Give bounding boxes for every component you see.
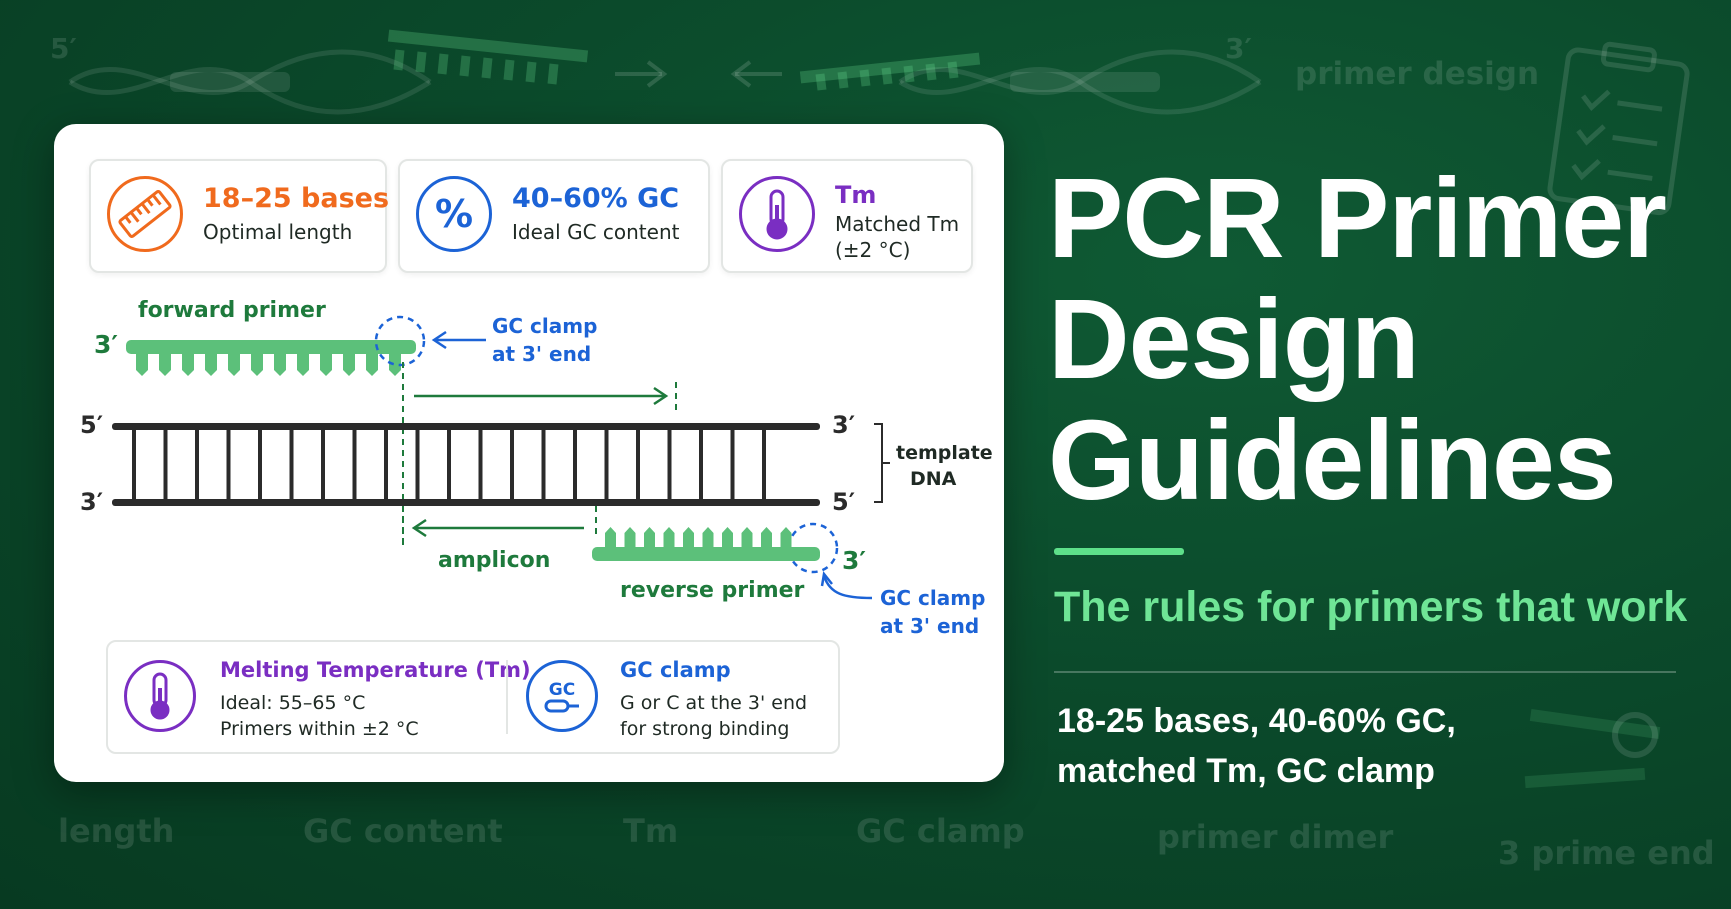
page-title: PCR Primer Design Guidelines [1048, 155, 1667, 523]
summary-line-2: matched Tm, GC clamp [1057, 752, 1435, 790]
subtitle: The rules for primers that work [1054, 583, 1688, 631]
forward-primer-base [274, 352, 286, 376]
forward-3-prime-label: 3′ [94, 330, 118, 359]
forward-primer-base [251, 352, 263, 376]
summary-line-1: 18-25 bases, 40-60% GC, [1057, 702, 1456, 740]
gc-info-line1: G or C at the 3' end [620, 692, 808, 714]
tm-info-line2: Primers within ±2 °C [220, 718, 419, 740]
forward-primer-base [228, 352, 240, 376]
forward-gc-clamp-marker [374, 315, 426, 367]
reverse-primer-label: reverse primer [620, 578, 805, 603]
amplicon-label: amplicon [438, 548, 551, 573]
forward-primer-shape [126, 340, 416, 376]
forward-primer-base [159, 352, 171, 376]
summary: 18-25 bases, 40-60% GC, matched Tm, GC c… [1057, 696, 1456, 796]
reverse-primer-base [702, 527, 714, 549]
reverse-primer-shape [592, 527, 820, 561]
gc-clamp-icon: GC [526, 660, 598, 732]
svg-text:%: % [435, 192, 473, 236]
title-line-3: Guidelines [1048, 397, 1617, 523]
stat-gc-value: 40–60% GC [512, 183, 680, 214]
percent-icon: % [416, 176, 492, 252]
template-top-5-prime: 5′ [80, 411, 104, 439]
reverse-primer-base [644, 527, 655, 549]
reverse-primer-base [741, 527, 753, 549]
forward-primer-base [366, 352, 378, 376]
reverse-primer-base [624, 527, 636, 549]
stat-length: 18–25 bases Optimal length [89, 159, 390, 273]
stat-tm-desc-line1: Matched Tm [835, 212, 960, 236]
forward-primer-base [389, 352, 401, 376]
reverse-primer-base [761, 527, 772, 549]
reverse-primer-base [605, 527, 616, 549]
template-bottom-3-prime: 3′ [80, 488, 104, 516]
ruler-icon [107, 176, 183, 252]
forward-primer-label: forward primer [138, 298, 326, 323]
bg-label-gc-clamp: GC clamp [856, 812, 1025, 850]
forward-primer-base [297, 352, 309, 376]
forward-primer-base [136, 352, 148, 376]
stat-length-value: 18–25 bases [203, 183, 390, 214]
gc-info-title: GC clamp [620, 658, 731, 682]
forward-primer-base [205, 352, 217, 376]
forward-primer-base [182, 352, 194, 376]
reverse-gc-clamp-label-2: at 3' end [880, 614, 980, 638]
title-line-1: PCR Primer [1048, 155, 1667, 281]
stat-tm-value: Tm [835, 181, 877, 209]
thermometer-icon [124, 660, 196, 732]
reverse-primer-base [780, 527, 792, 549]
forward-gc-clamp-label-2: at 3' end [492, 342, 592, 366]
tm-info-title: Melting Temperature (Tm) [220, 658, 531, 682]
reverse-primer-base [683, 527, 694, 549]
stat-tm: Tm Matched Tm (±2 °C) [721, 159, 973, 273]
bg-label-length: length [58, 812, 175, 850]
reverse-primer-base [663, 527, 675, 549]
bg-label-3-prime: 3′ [1225, 32, 1252, 65]
stat-gc-desc: Ideal GC content [512, 220, 680, 244]
forward-gc-clamp-label-1: GC clamp [492, 314, 598, 338]
bg-label-primer-dimer: primer dimer [1157, 818, 1394, 856]
reverse-gc-clamp-label-1: GC clamp [880, 586, 986, 610]
reverse-gc-clamp-marker [787, 522, 839, 574]
stat-tm-desc-line2: (±2 °C) [835, 238, 911, 262]
forward-primer-base [320, 352, 332, 376]
accent-bar [1054, 548, 1184, 555]
forward-primer-base [343, 352, 355, 376]
gc-clamp-icon-text: GC [549, 680, 575, 700]
info-box: Melting Temperature (Tm) Ideal: 55–65 °C… [106, 640, 840, 754]
stat-length-desc: Optimal length [203, 220, 353, 244]
pcr-diagram [112, 315, 890, 600]
tm-info-line1: Ideal: 55–65 °C [220, 692, 366, 714]
thermometer-icon [739, 176, 815, 252]
bg-label-5-prime: 5′ [50, 32, 77, 65]
template-label-2: DNA [910, 468, 957, 490]
title-line-2: Design [1048, 276, 1420, 402]
bg-label-primer-design: primer design [1295, 56, 1540, 92]
template-top-3-prime: 3′ [832, 411, 856, 439]
stat-gc-content: % 40–60% GC Ideal GC content [398, 159, 710, 273]
template-bottom-5-prime: 5′ [832, 488, 856, 516]
info-divider [506, 660, 508, 734]
bg-label-3-prime-end: 3 prime end [1498, 834, 1715, 872]
reverse-3-prime-label: 3′ [842, 546, 866, 575]
template-dna [112, 423, 820, 506]
diagram-card: 18–25 bases Optimal length % 40–60% GC I… [54, 124, 1004, 782]
gc-info-line2: for strong binding [620, 718, 790, 740]
bg-label-tm: Tm [623, 812, 679, 850]
reverse-primer-base [722, 527, 733, 549]
template-label-1: template [896, 442, 993, 464]
bg-label-gc-content: GC content [303, 812, 503, 850]
headline-divider [1054, 671, 1676, 673]
